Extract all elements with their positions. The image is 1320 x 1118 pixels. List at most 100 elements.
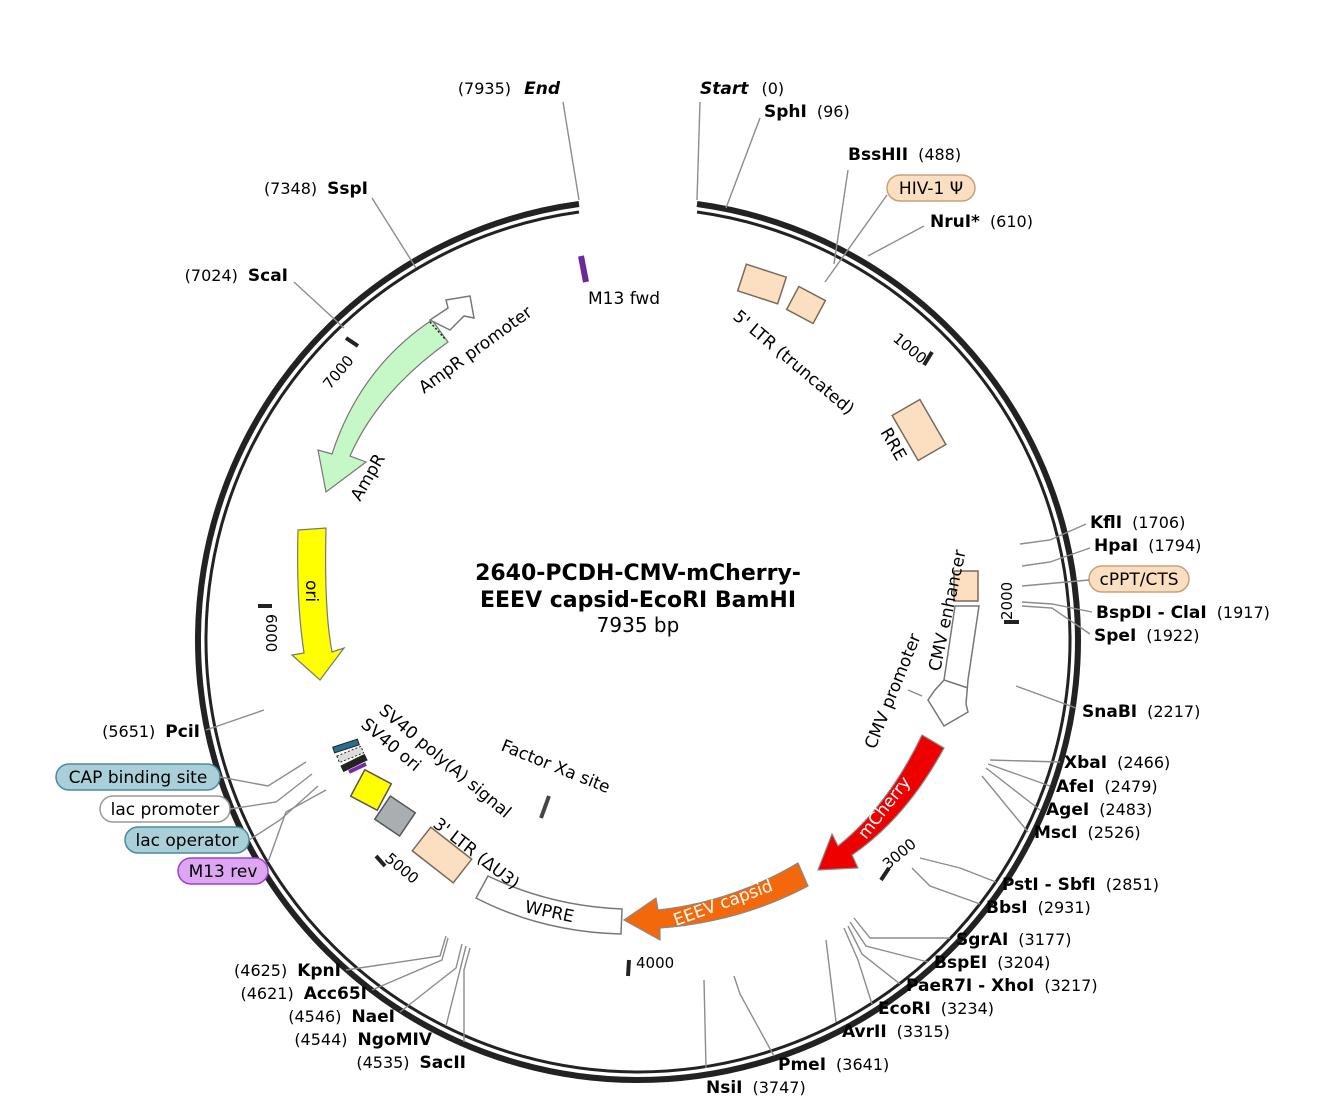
m13-rev-leader — [267, 789, 327, 863]
backbone-inner-ring — [204, 210, 1072, 1074]
ltr5-box-a — [736, 263, 788, 305]
tick-label-2000: 2000 — [998, 582, 1016, 620]
badge-cap-label: CAP binding site — [69, 768, 208, 788]
ltr5-box-b — [785, 285, 827, 325]
tick-1000 — [922, 350, 934, 367]
site-paer7i-pos: (3217) — [1044, 976, 1097, 995]
site-kpni-pos: (4625) — [234, 961, 287, 980]
site-sacii: (4535)SacII — [356, 1053, 466, 1073]
site-ecori-name: EcoRI — [878, 999, 931, 1019]
site-kpni-leader — [345, 935, 447, 971]
sv40-polya-c — [340, 753, 368, 773]
badge-m13-rev-label: M13 rev — [189, 862, 258, 882]
grey-box — [373, 794, 417, 838]
site-scai-name: ScaI — [248, 266, 288, 286]
site-hpai-leader — [1021, 547, 1091, 567]
site-ecori-leader — [843, 927, 873, 1005]
site-bspei-leader — [849, 921, 929, 963]
tick-label-7000: 7000 — [319, 352, 357, 393]
tick-7000 — [344, 336, 360, 348]
end-leader — [562, 101, 580, 201]
site-afei-leader — [987, 763, 1051, 787]
site-scai-leader — [293, 281, 345, 329]
site-msci-name: MscI — [1034, 823, 1077, 843]
site-bbsi-name: BbsI — [986, 898, 1028, 918]
site-scai-pos: (7024) — [185, 266, 238, 285]
badge-hiv1-psi-bg — [886, 174, 976, 202]
site-pcii: (5651) PciI — [102, 722, 200, 742]
site-paer7i-leader — [847, 925, 901, 985]
factor-xa-mark — [539, 795, 551, 819]
ori-arrow — [290, 527, 346, 681]
site-msci-pos: (2526) — [1087, 823, 1140, 842]
site-agei: AgeI(2483) — [1046, 800, 1152, 820]
site-hpai-name: HpaI — [1094, 536, 1138, 556]
start-pos: (0) — [761, 79, 784, 98]
site-sgrai-leader — [853, 917, 950, 939]
plasmid-name-line1: 2640-PCDH-CMV-mCherry- — [475, 561, 801, 586]
site-pmei: PmeI(3641) — [778, 1055, 889, 1075]
site-acc65i-pos: (4621) — [241, 984, 294, 1003]
site-nrui-leader — [867, 225, 925, 257]
site-bspei: BspEI (3204) — [934, 953, 1050, 973]
mcherry-label: mCherry — [854, 773, 915, 843]
site-pcii-name: PciI — [165, 722, 200, 742]
site-sspi-leader — [371, 197, 417, 269]
tick-4000 — [626, 959, 631, 977]
badge-lac-promoter-label: lac promoter — [111, 800, 220, 820]
site-sacii-name: SacII — [420, 1053, 466, 1073]
site-sphi-pos: (96) — [817, 102, 850, 121]
site-bsshii: BssHII(488) — [848, 145, 961, 165]
site-bspdi-name: BspDI - ClaI — [1096, 603, 1207, 623]
site-bspdi-pos: (1917) — [1217, 603, 1270, 622]
plasmid-name-line2: EEEV capsid-EcoRI BamHI — [480, 588, 796, 613]
site-kfli-leader — [1019, 523, 1087, 545]
site-snabi-pos: (2217) — [1147, 702, 1200, 721]
ampr-promoter-arrow — [428, 295, 475, 331]
site-sphi: SphI (96) — [764, 102, 850, 122]
start-label: Start (0) — [700, 79, 784, 99]
site-ecori-pos: (3234) — [941, 999, 994, 1018]
start-name: Start — [700, 79, 749, 99]
site-pcii-pos: (5651) — [102, 722, 155, 741]
lac-operator-leader — [248, 785, 319, 841]
site-pmei-leader — [733, 975, 775, 1057]
rre-box — [891, 398, 947, 462]
site-bspei-pos: (3204) — [997, 953, 1050, 972]
site-sphi-name: SphI — [764, 102, 807, 122]
cmv-promoter-leader — [907, 689, 923, 697]
ampr-arrow — [317, 319, 449, 494]
badge-cppt-cts-label: cPPT/CTS — [1099, 570, 1178, 590]
wpre-box — [474, 875, 623, 935]
tick-label-4000: 4000 — [636, 954, 674, 972]
cmv-arrow — [927, 605, 980, 728]
badge-lac-operator-label: lac operator — [135, 831, 238, 851]
cmv-promoter-label: CMV promoter — [861, 631, 925, 752]
site-snabi-name: SnaBI — [1082, 702, 1137, 722]
site-kpni-name: KpnI — [297, 961, 341, 981]
plasmid-length: 7935 bp — [597, 613, 680, 637]
site-acc65i-name: Acc65I — [304, 984, 367, 1004]
site-avrii-leader — [825, 939, 837, 1023]
site-psti-pos: (2851) — [1106, 875, 1159, 894]
m13-fwd-label: M13 fwd — [588, 289, 660, 309]
site-avrii-pos: (3315) — [897, 1022, 950, 1041]
tick-label-5000: 5000 — [381, 849, 422, 887]
cap-leader — [219, 761, 307, 787]
site-hpai: HpaI (1794) — [1094, 536, 1201, 556]
site-afei-name: AfeI — [1056, 777, 1094, 797]
badge-lac-promoter: lac promoter — [99, 795, 231, 823]
site-bspei-name: BspEI — [934, 953, 987, 973]
site-nrui-name: NruI* — [930, 212, 980, 232]
site-nrui: NruI*(610) — [930, 212, 1033, 232]
badge-m13-rev-bg — [177, 857, 269, 885]
site-bbsi-pos: (2931) — [1038, 898, 1091, 917]
hiv1-psi-leader — [824, 194, 888, 283]
cppt-leader — [1021, 579, 1090, 587]
site-bbsi: BbsI (2931) — [986, 898, 1091, 918]
site-hpai-pos: (1794) — [1148, 536, 1201, 555]
site-ngomiv-pos: (4544) — [294, 1030, 347, 1049]
site-pmei-name: PmeI — [778, 1055, 826, 1075]
site-sspi: (7348)SspI — [264, 179, 368, 199]
